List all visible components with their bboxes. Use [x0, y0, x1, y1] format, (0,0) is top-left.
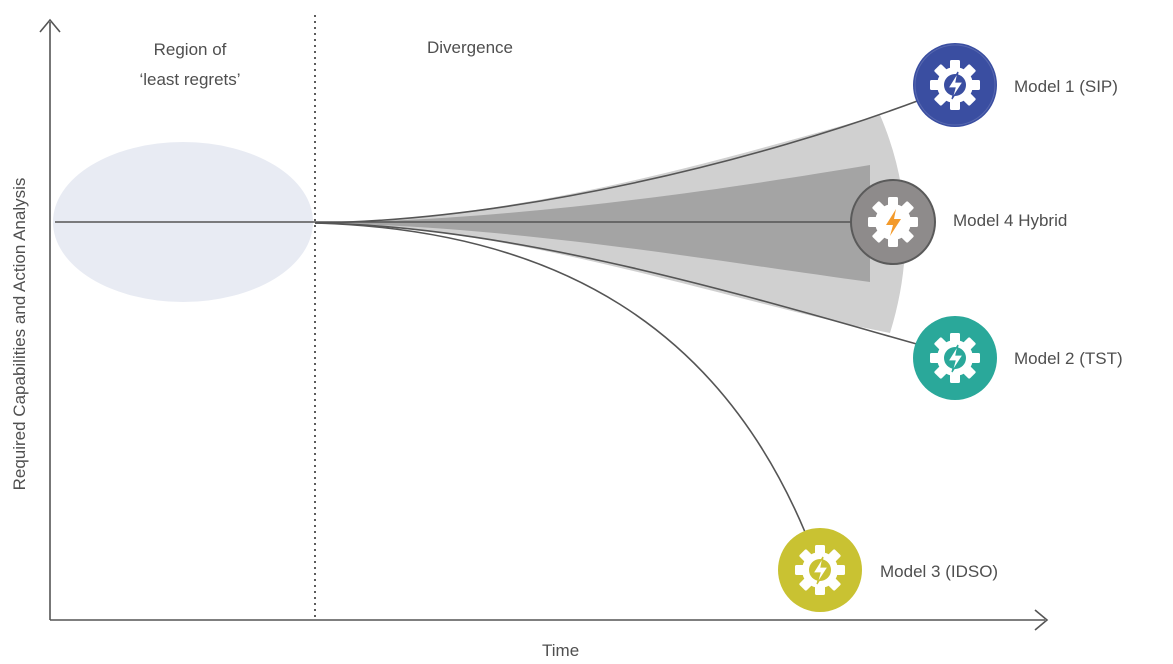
bolt-icon [946, 344, 965, 373]
model1-label: Model 1 (SIP) [1014, 77, 1118, 96]
model2-badge [913, 316, 997, 400]
bolt-icon [946, 71, 965, 100]
least-regrets-label-line2: ‘least regrets’ [139, 70, 241, 89]
model1-badge [913, 43, 997, 127]
model4-badge [850, 179, 936, 265]
x-axis-label: Time [542, 641, 580, 660]
model2-label: Model 2 (TST) [1014, 349, 1123, 368]
least-regrets-label: Region of ‘least regrets’ [60, 35, 320, 95]
bolt-icon [811, 556, 830, 585]
y-axis-label: Required Capabilities and Action Analysi… [10, 177, 29, 491]
bolt-icon [886, 209, 901, 236]
model3-trajectory [314, 222, 806, 533]
least-regrets-label-line1: Region of [153, 40, 227, 59]
model1-trajectory [314, 99, 921, 224]
model2-trajectory [314, 222, 921, 346]
y-axis-arrow-icon [39, 18, 61, 33]
model3-badge [778, 528, 862, 612]
divergence-label: Divergence [427, 38, 513, 57]
uncertainty-band-inner [315, 165, 870, 282]
x-axis-arrow-icon [1034, 609, 1049, 631]
model4-label: Model 4 Hybrid [953, 211, 1068, 230]
model3-label: Model 3 (IDSO) [880, 562, 999, 581]
